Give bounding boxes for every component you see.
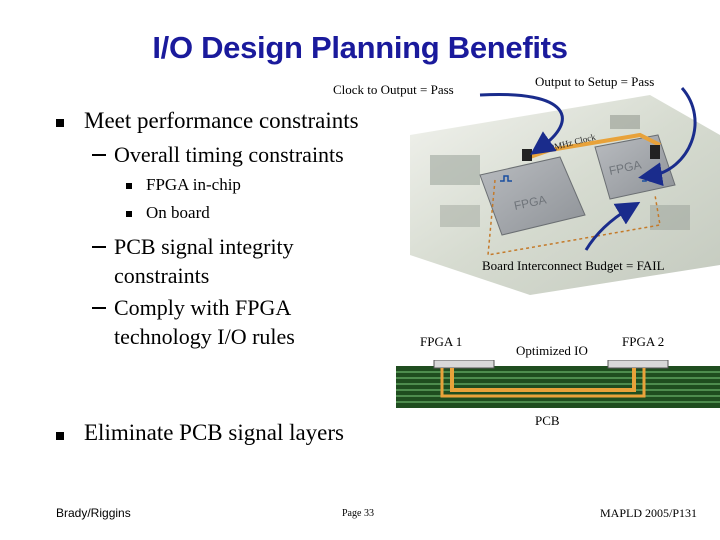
footer-event: MAPLD 2005/P131 — [600, 506, 698, 520]
fpga-left-label: FPGA — [513, 192, 548, 212]
sub-comply-line2: technology I/O rules — [114, 324, 295, 349]
sub-pcb-signal-integrity: PCB signal integrity — [92, 234, 294, 260]
fpga2-label: FPGA 2 — [622, 334, 665, 349]
board-photo: FPGA FPGA 100MHz Clock — [410, 95, 720, 295]
fpga2-package — [607, 360, 669, 369]
bullet-eliminate-layers: Eliminate PCB signal layers — [84, 420, 344, 445]
item-fpga-in-chip: FPGA in-chip — [146, 175, 241, 194]
item-on-board: On board — [146, 203, 210, 222]
arrow-clock-to-output — [479, 92, 564, 155]
interconnect-trace — [487, 179, 661, 256]
fpga-right-label: FPGA — [608, 157, 643, 177]
optimized-io-label: Optimized IO — [516, 343, 588, 358]
bullet-marker-small — [126, 211, 132, 217]
sub-comply-line1: Comply with FPGA — [114, 295, 292, 320]
sub-overall-timing: Overall timing constraints — [92, 142, 344, 168]
arrow-output-to-setup — [638, 87, 697, 187]
bullet-meet-performance: Meet performance constraints — [84, 108, 359, 133]
arrow-board-budget — [584, 201, 641, 251]
pcb-cross-section — [396, 360, 720, 408]
dash-marker — [92, 246, 106, 248]
slide-title: I/O Design Planning Benefits — [152, 30, 568, 65]
clock-to-output-label: Clock to Output = Pass — [333, 82, 454, 97]
connector-left — [522, 149, 532, 161]
sub-pcb-line1: PCB signal integrity — [114, 234, 294, 259]
sub-comply-fpga: Comply with FPGA — [92, 295, 291, 321]
bullet-marker — [56, 432, 64, 440]
board-components — [430, 115, 690, 230]
output-to-setup-label: Output to Setup = Pass — [535, 74, 655, 89]
board-budget-label: Board Interconnect Budget = FAIL — [482, 258, 665, 273]
dash-marker — [92, 307, 106, 309]
signal-glyph-left — [500, 175, 512, 182]
fpga1-package — [433, 360, 495, 369]
optimized-trace-inner — [450, 368, 636, 392]
bullet-marker — [56, 119, 64, 127]
footer-author: Brady/Riggins — [56, 506, 131, 520]
optimized-trace-outer — [440, 368, 646, 398]
sub-overall-timing-text: Overall timing constraints — [114, 142, 344, 167]
sub-pcb-line2: constraints — [114, 263, 210, 288]
dash-marker — [92, 154, 106, 156]
pcb-label: PCB — [535, 413, 560, 428]
bullet-marker-small — [126, 183, 132, 189]
fpga1-label: FPGA 1 — [420, 334, 463, 349]
footer-page: Page 33 — [342, 508, 374, 519]
connector-right — [650, 145, 660, 159]
